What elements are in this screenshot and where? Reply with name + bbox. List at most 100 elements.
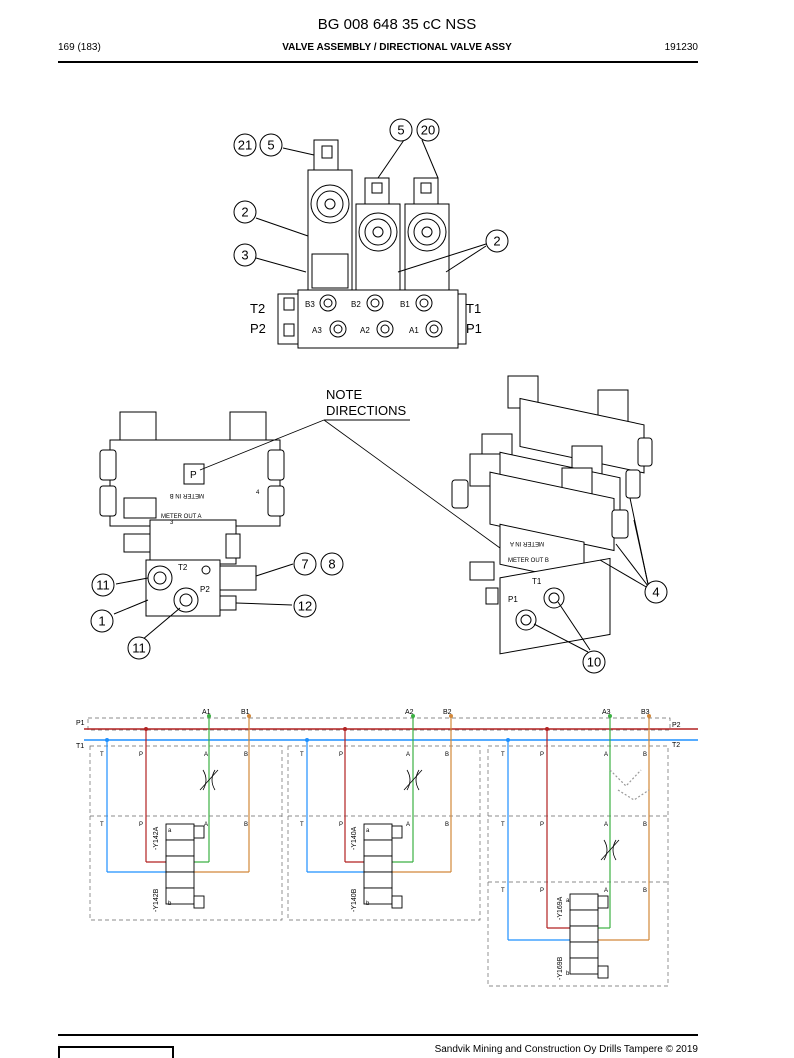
port-letter-p: P xyxy=(540,888,544,894)
solenoid-y169b: -Y169B xyxy=(557,956,564,980)
svg-text:21: 21 xyxy=(238,138,252,153)
port-label-p1: P1 xyxy=(466,321,482,336)
top-valve-port-labels: B3 B2 B1 A3 A2 A1 xyxy=(305,300,419,335)
svg-text:3: 3 xyxy=(241,248,248,263)
port-top-a3: A3 xyxy=(602,709,611,716)
port-letter-a: A xyxy=(604,822,608,828)
callout-11: 11 xyxy=(91,573,115,597)
iso-left-4: 4 xyxy=(256,490,260,496)
callout-7: 7 xyxy=(293,552,317,576)
coil-letter-a: a xyxy=(168,828,172,834)
callout-21: 21 xyxy=(233,133,257,157)
note-directions: NOTE DIRECTIONS xyxy=(199,387,501,549)
svg-text:8: 8 xyxy=(328,557,335,572)
port-letter-t: T xyxy=(501,888,505,894)
solenoid-y142a: -Y142A xyxy=(153,826,160,850)
port-label-t2: T2 xyxy=(250,301,265,316)
port-letter-p: P xyxy=(540,752,544,758)
svg-text:2: 2 xyxy=(241,205,248,220)
callout-10: 10 xyxy=(582,650,606,674)
port-letter-a: A xyxy=(406,752,410,758)
port-letter-t: T xyxy=(300,822,304,828)
svg-text:2: 2 xyxy=(493,234,500,249)
valve-port-b2: B2 xyxy=(351,300,361,309)
solenoid-y140a: -Y140A xyxy=(351,826,358,850)
meter-in-b-label: METER IN B xyxy=(170,492,204,498)
port-letter-t: T xyxy=(100,822,104,828)
callout-11: 11 xyxy=(127,636,151,660)
port-letter-p: P xyxy=(540,822,544,828)
iso-right-p1: P1 xyxy=(508,595,518,604)
port-letter-b: B xyxy=(643,888,647,894)
svg-text:7: 7 xyxy=(301,557,308,572)
port-letter-b: B xyxy=(643,752,647,758)
port-letter-a: A xyxy=(406,822,410,828)
top-port-labels: T2 P2 T1 P1 xyxy=(250,301,482,336)
callout-2: 2 xyxy=(233,200,257,224)
line-label-t1: T1 xyxy=(76,743,84,750)
svg-text:10: 10 xyxy=(587,655,601,670)
iso-left-t2: T2 xyxy=(178,563,188,572)
meter-out-b-label: METER OUT B xyxy=(508,558,549,564)
callout-12: 12 xyxy=(293,594,317,618)
iso-left-p2: P2 xyxy=(200,585,210,594)
svg-text:11: 11 xyxy=(96,578,110,593)
port-top-a1: A1 xyxy=(202,709,211,716)
coil-letter-b: b xyxy=(366,901,370,907)
port-letter-p: P xyxy=(139,752,143,758)
footer-rule xyxy=(58,1034,698,1036)
line-label-p1: P1 xyxy=(76,720,85,727)
svg-text:20: 20 xyxy=(421,123,435,138)
coil-letter-b: b xyxy=(566,971,570,977)
iso-left-labels: METER IN B METER OUT A 4 3 P T2 P2 xyxy=(161,470,260,594)
iso-right-labels: METER IN A METER OUT B T1 P1 xyxy=(508,540,549,604)
meter-out-a-label: METER OUT A xyxy=(161,514,202,520)
date-code: 191230 xyxy=(664,42,698,53)
port-letter-t: T xyxy=(300,752,304,758)
coil-letter-a: a xyxy=(566,898,570,904)
port-letter-p: P xyxy=(339,822,343,828)
svg-text:11: 11 xyxy=(132,641,146,656)
callout-5: 5 xyxy=(259,133,283,157)
iso-left-3: 3 xyxy=(170,520,174,526)
port-letter-a: A xyxy=(204,822,208,828)
callout-8: 8 xyxy=(320,552,344,576)
callout-20: 20 xyxy=(416,118,440,142)
callout-5: 5 xyxy=(389,118,413,142)
section-title: VALVE ASSEMBLY / DIRECTIONAL VALVE ASSY xyxy=(282,42,512,53)
port-letter-b: B xyxy=(643,822,647,828)
solenoid-y142b: -Y142B xyxy=(153,888,160,912)
port-letter-b: B xyxy=(244,752,248,758)
svg-text:5: 5 xyxy=(267,138,274,153)
port-letter-a: A xyxy=(604,752,608,758)
port-letter-p: P xyxy=(339,752,343,758)
port-letter-p: P xyxy=(139,822,143,828)
document-title: BG 008 648 35 cC NSS xyxy=(317,16,477,33)
iso-left-p: P xyxy=(190,470,197,481)
iso-leader-lines xyxy=(113,497,649,653)
iso-right-t1: T1 xyxy=(532,577,542,586)
page-number: 169 (183) xyxy=(58,42,101,53)
line-label-t2: T2 xyxy=(672,742,680,749)
header-rule xyxy=(58,61,698,63)
port-letter-a: A xyxy=(204,752,208,758)
port-label-p2: P2 xyxy=(250,321,266,336)
line-label-p2: P2 xyxy=(672,722,681,729)
callout-3: 3 xyxy=(233,243,257,267)
port-top-a2: A2 xyxy=(405,709,414,716)
top-valve-assembly xyxy=(277,139,467,349)
hydraulic-schematic: P1 T1 P2 T2 xyxy=(76,709,698,987)
port-letter-t: T xyxy=(501,752,505,758)
coil-letter-b: b xyxy=(168,901,172,907)
solenoid-y169a: -Y169A xyxy=(557,896,564,920)
port-letter-b: B xyxy=(445,752,449,758)
meter-in-a-label: METER IN A xyxy=(510,540,544,546)
callout-4: 4 xyxy=(644,580,668,604)
port-letter-b: B xyxy=(445,822,449,828)
valve-port-a1: A1 xyxy=(409,326,419,335)
svg-text:5: 5 xyxy=(397,123,404,138)
iso-right-assembly xyxy=(451,375,653,655)
note-line1: NOTE xyxy=(326,387,362,402)
valve-port-b3: B3 xyxy=(305,300,315,309)
port-top-b1: B1 xyxy=(241,709,250,716)
